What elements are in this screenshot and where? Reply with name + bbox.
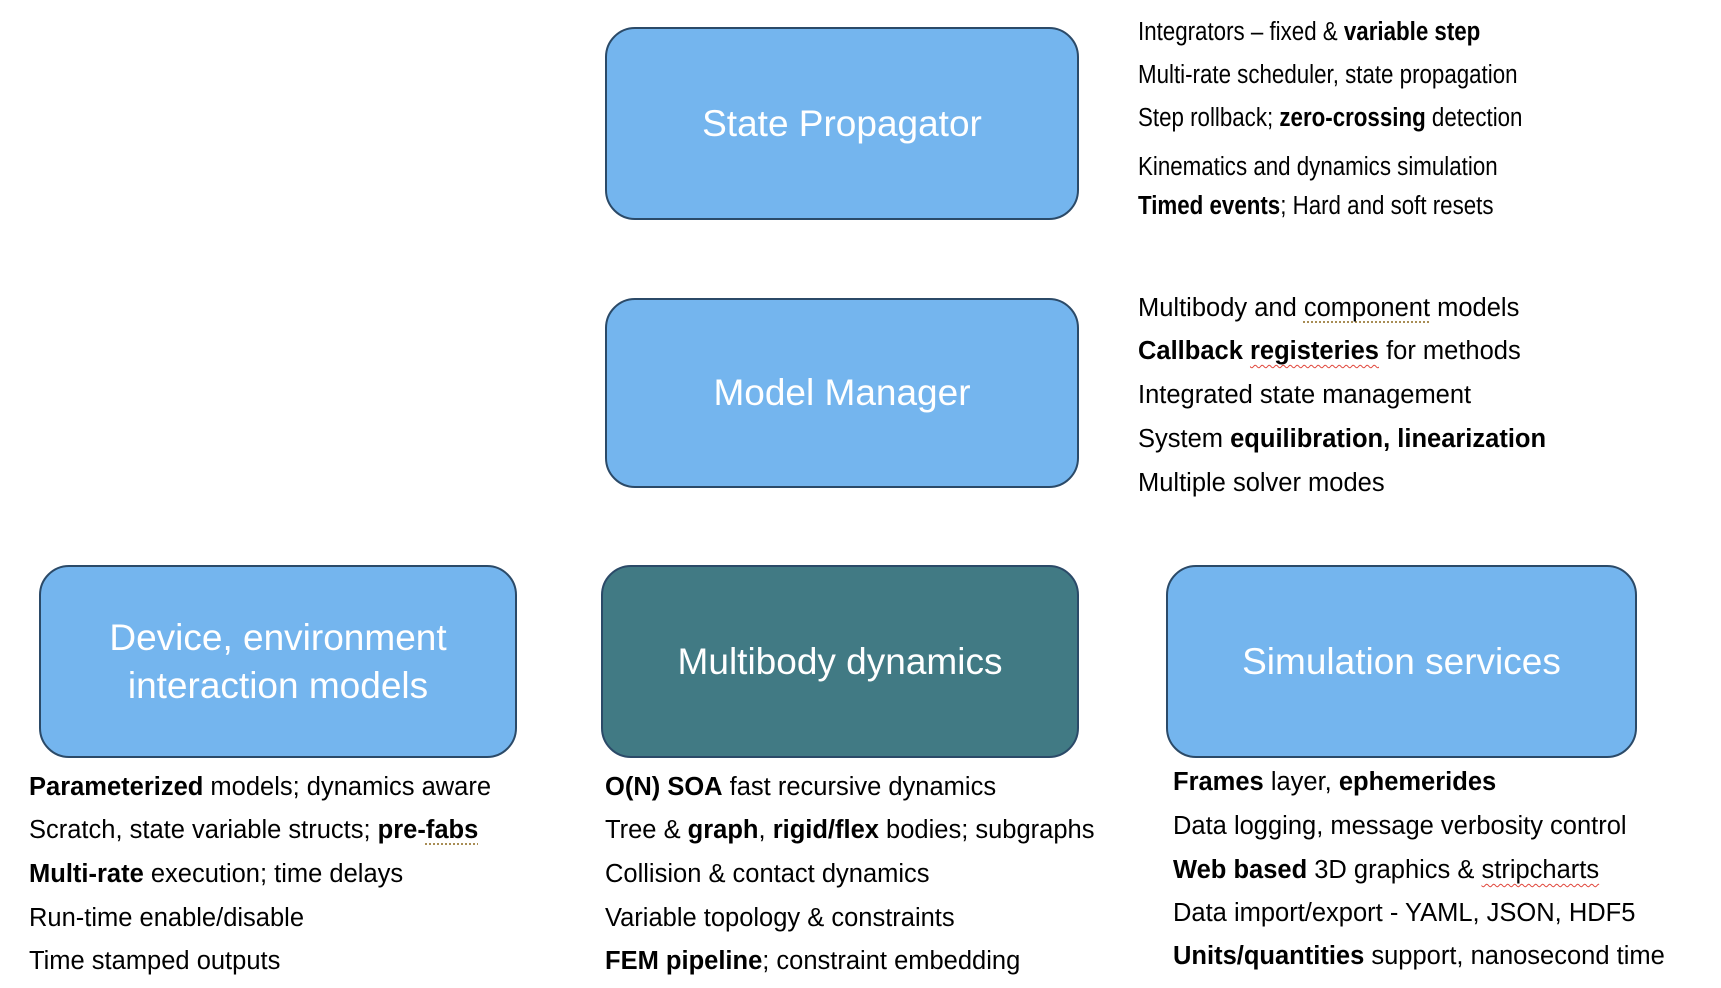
feature-item: FEM pipeline; constraint embedding: [605, 947, 1021, 975]
feature-item: Data import/export - YAML, JSON, HDF5: [1173, 899, 1636, 927]
feature-item: Step rollback; zero-crossing detection: [1138, 104, 1523, 132]
simulation-services-title: Simulation services: [1242, 640, 1561, 682]
feature-item: O(N) SOA fast recursive dynamics: [605, 773, 997, 801]
feature-item: Run-time enable/disable: [29, 904, 304, 932]
feature-item: Collision & contact dynamics: [605, 860, 930, 888]
device-environment-title-line1: Device, environment: [109, 616, 447, 658]
state-propagator-title: State Propagator: [702, 102, 982, 144]
feature-item: Variable topology & constraints: [605, 904, 955, 932]
model-manager-box: Model Manager: [605, 298, 1079, 488]
device-environment-title-line2: interaction models: [127, 664, 429, 706]
feature-item: Multi-rate scheduler, state propagation: [1138, 61, 1518, 89]
feature-item: Timed events; Hard and soft resets: [1138, 192, 1494, 220]
multibody-dynamics-box: Multibody dynamics: [601, 565, 1079, 758]
device-environment-title: Device, environment interaction models: [89, 614, 466, 710]
feature-item: Multibody and component models: [1138, 294, 1520, 322]
feature-item: Units/quantities support, nanosecond tim…: [1173, 942, 1665, 970]
device-environment-box: Device, environment interaction models: [39, 565, 517, 758]
feature-item: Tree & graph, rigid/flex bodies; subgrap…: [605, 816, 1095, 844]
feature-item: Kinematics and dynamics simulation: [1138, 153, 1498, 181]
feature-item: System equilibration, linearization: [1138, 425, 1547, 453]
feature-item: Time stamped outputs: [29, 947, 281, 975]
feature-item: Data logging, message verbosity control: [1173, 812, 1627, 840]
feature-item: Web based 3D graphics & stripcharts: [1173, 856, 1600, 884]
spellcheck-word: registeries: [1249, 337, 1379, 365]
feature-item: Parameterized models; dynamics aware: [29, 773, 492, 801]
feature-item: Integrators – fixed & variable step: [1138, 18, 1481, 46]
feature-item: Multi-rate execution; time delays: [29, 860, 404, 888]
spellcheck-word: component: [1303, 294, 1431, 322]
feature-item: Callback registeries for methods: [1138, 337, 1521, 365]
feature-item: Frames layer, ephemerides: [1173, 768, 1497, 796]
simulation-services-box: Simulation services: [1166, 565, 1637, 758]
model-manager-title: Model Manager: [713, 372, 971, 413]
spellcheck-word: fabs: [425, 816, 479, 844]
multibody-dynamics-title: Multibody dynamics: [677, 640, 1003, 682]
feature-item: Multiple solver modes: [1138, 469, 1385, 497]
feature-item: Scratch, state variable structs; pre-fab…: [29, 816, 479, 844]
spellcheck-word: stripcharts: [1481, 856, 1600, 884]
feature-item: Integrated state management: [1138, 381, 1472, 409]
state-propagator-box: State Propagator: [605, 27, 1079, 220]
